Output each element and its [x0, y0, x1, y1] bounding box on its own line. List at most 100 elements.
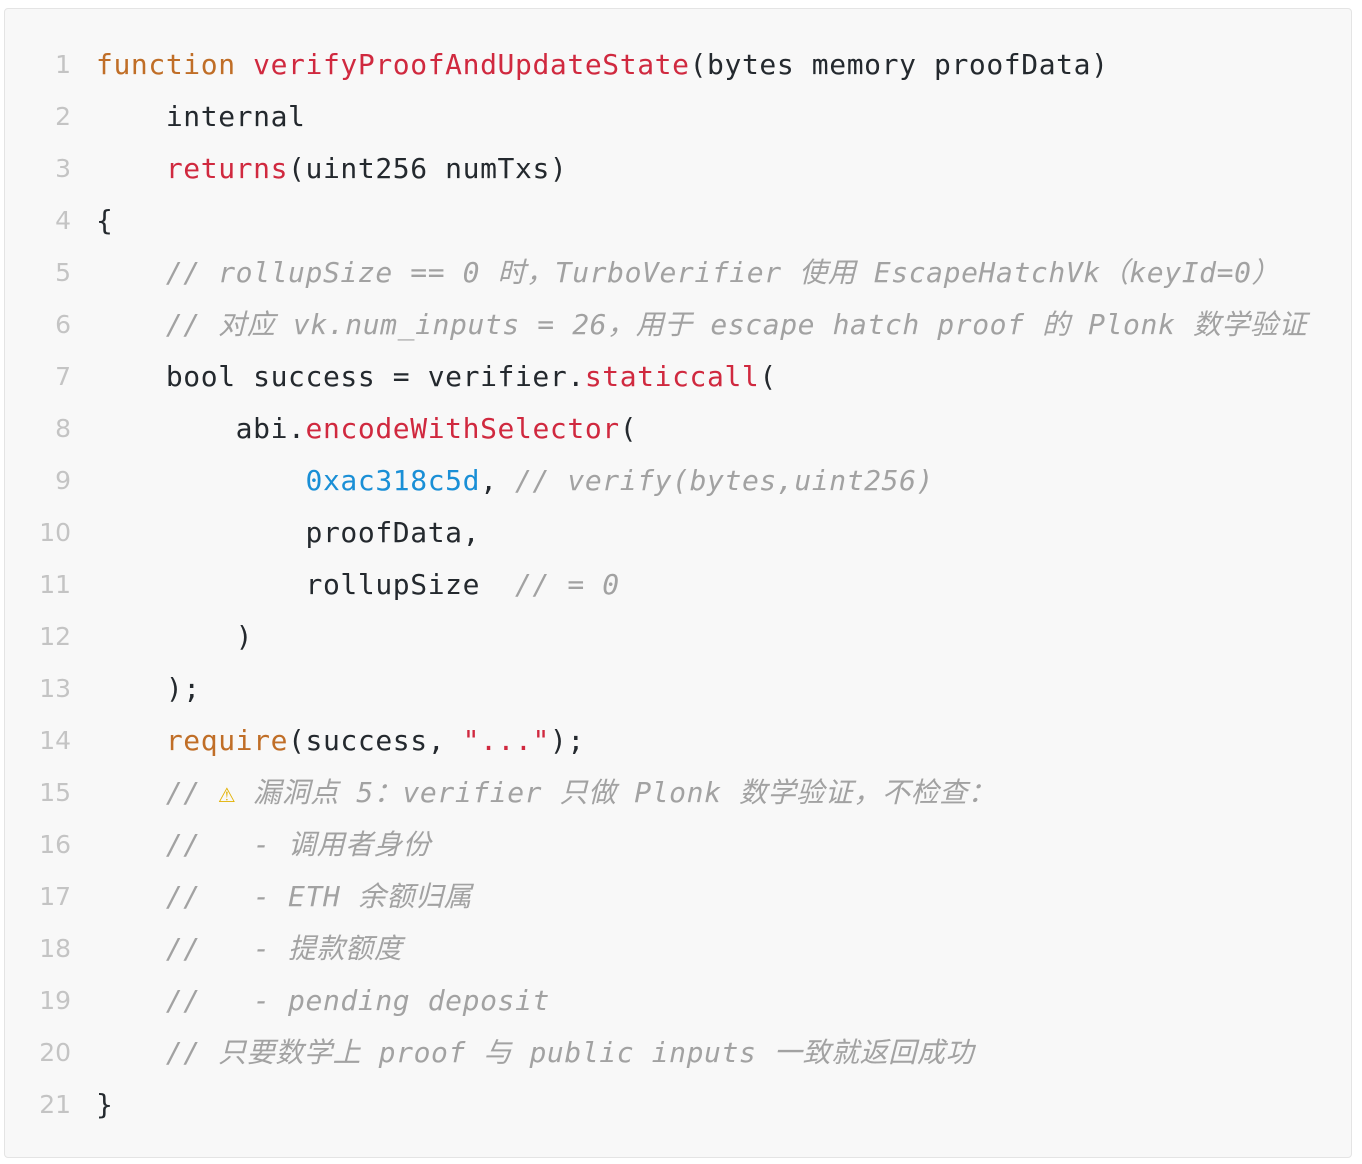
line-number: 10	[39, 518, 71, 547]
line-number: 4	[55, 206, 71, 235]
code-token-plain	[96, 776, 166, 809]
code-line: 2 internal	[5, 91, 1351, 143]
code-line: 11 rollupSize // = 0	[5, 559, 1351, 611]
code-line: 12 )	[5, 611, 1351, 663]
code-token-name: returns	[165, 152, 289, 185]
line-number: 2	[55, 102, 71, 131]
code-token-comment: // 只要数学上 proof 与 public inputs 一致就返回成功	[165, 1036, 975, 1069]
code-line: 21}	[5, 1079, 1351, 1131]
code-token-plain: )	[96, 620, 254, 653]
code-line: 16 // - 调用者身份	[5, 819, 1351, 871]
code-line: 3 returns(uint256 numTxs)	[5, 143, 1351, 195]
code-token-comment: // 对应 vk.num_inputs = 26，用于 escape hatch…	[165, 308, 1308, 341]
code-line: 7 bool success = verifier.staticcall(	[5, 351, 1351, 403]
line-number: 20	[39, 1038, 71, 1067]
code-token-plain	[96, 464, 306, 497]
code-token-plain	[96, 880, 166, 913]
code-line: 8 abi.encodeWithSelector(	[5, 403, 1351, 455]
code-line: 14 require(success, "...");	[5, 715, 1351, 767]
code-line: 4{	[5, 195, 1351, 247]
line-number: 12	[39, 622, 71, 651]
code-block: 1 function verifyProofAndUpdateState(byte…	[4, 8, 1352, 1158]
code-token-plain: (	[619, 412, 638, 445]
code-line: 1 function verifyProofAndUpdateState(byte…	[5, 39, 1351, 91]
code-token-plain: {	[96, 204, 114, 237]
code-token-comment: // - 提款额度	[165, 932, 403, 965]
code-text: internal	[96, 91, 306, 143]
code-line: 5 // rollupSize == 0 时，TurboVerifier 使用 …	[5, 247, 1351, 299]
code-text: bool success = verifier.staticcall(	[96, 351, 777, 403]
code-token-name: staticcall	[584, 360, 760, 393]
code-token-plain	[96, 984, 166, 1017]
line-number: 18	[39, 934, 71, 963]
code-line: 13 );	[5, 663, 1351, 715]
line-number: 14	[39, 726, 71, 755]
line-number: 17	[39, 882, 71, 911]
line-number: 3	[55, 154, 71, 183]
code-token-comment: // - 调用者身份	[165, 828, 432, 861]
line-number: 16	[39, 830, 71, 859]
code-text: proofData,	[96, 507, 480, 559]
code-text: }	[96, 1079, 113, 1131]
code-token-comment: 漏洞点 5：verifier 只做 Plonk 数学验证，不检查：	[235, 776, 997, 809]
code-text: // - 提款额度	[96, 923, 402, 975]
code-line: 18 // - 提款额度	[5, 923, 1351, 975]
code-token-plain: );	[96, 672, 201, 705]
code-token-plain	[96, 932, 166, 965]
code-text: // - 调用者身份	[96, 819, 431, 871]
line-number: 15	[39, 778, 71, 807]
line-number: 5	[55, 258, 71, 287]
code-line: 20 // 只要数学上 proof 与 public inputs 一致就返回成…	[5, 1027, 1351, 1079]
code-text: )	[96, 611, 253, 663]
code-token-comment: // = 0	[514, 568, 620, 601]
warning-icon: ⚠	[218, 776, 236, 809]
code-token-comment: // rollupSize == 0 时，TurboVerifier 使用 Es…	[165, 256, 1281, 289]
line-number: 21	[39, 1090, 71, 1119]
code-token-plain: rollupSize	[96, 568, 515, 601]
code-text: abi.encodeWithSelector(	[96, 403, 637, 455]
code-token-comment: // - ETH 余额归属	[165, 880, 473, 913]
code-token-plain	[236, 48, 253, 81]
code-token-plain: (uint256 numTxs)	[288, 152, 568, 185]
code-text: 0xac318c5d, // verify(bytes,uint256)	[96, 455, 934, 507]
line-number: 6	[55, 310, 71, 339]
code-token-plain	[96, 152, 166, 185]
line-number: 13	[39, 674, 71, 703]
code-text: // - pending deposit	[96, 975, 550, 1027]
line-number: 9	[55, 466, 71, 495]
code-token-plain: (bytes memory proofData)	[689, 48, 1109, 81]
line-number: 1	[55, 50, 71, 79]
code-lines: 1 function verifyProofAndUpdateState(byte…	[5, 39, 1351, 1131]
code-text: rollupSize // = 0	[96, 559, 620, 611]
code-line: 17 // - ETH 余额归属	[5, 871, 1351, 923]
code-token-comment: //	[165, 776, 219, 809]
line-number: 11	[39, 570, 71, 599]
code-token-name: verifyProofAndUpdateState	[253, 48, 690, 81]
code-token-comment: // verify(bytes,uint256)	[515, 464, 934, 497]
code-token-plain	[96, 828, 166, 861]
code-text: );	[96, 663, 201, 715]
code-text: // 对应 vk.num_inputs = 26，用于 escape hatch…	[96, 299, 1307, 351]
line-number: 8	[55, 414, 71, 443]
code-token-name: encodeWithSelector	[305, 412, 620, 445]
code-token-plain: }	[96, 1088, 114, 1121]
code-text: {	[96, 195, 113, 247]
code-line: 19 // - pending deposit	[5, 975, 1351, 1027]
code-token-plain: abi.	[96, 412, 306, 445]
code-line: 10 proofData,	[5, 507, 1351, 559]
code-token-plain	[96, 308, 166, 341]
code-token-plain: (	[759, 360, 777, 393]
code-text: // rollupSize == 0 时，TurboVerifier 使用 Es…	[96, 247, 1280, 299]
code-token-keyword: function	[96, 48, 236, 81]
code-line: 15 // ⚠ 漏洞点 5：verifier 只做 Plonk 数学验证，不检查…	[5, 767, 1351, 819]
code-token-comment: // - pending deposit	[165, 984, 550, 1017]
code-token-plain: proofData,	[96, 516, 481, 549]
code-text: // ⚠ 漏洞点 5：verifier 只做 Plonk 数学验证，不检查：	[96, 767, 996, 819]
code-text: // 只要数学上 proof 与 public inputs 一致就返回成功	[96, 1027, 974, 1079]
code-token-plain: ,	[480, 464, 515, 497]
code-token-plain	[96, 724, 166, 757]
code-token-plain: bool success = verifier.	[96, 360, 585, 393]
code-text: function verifyProofAndUpdateState(bytes…	[96, 39, 1109, 91]
code-token-plain	[96, 256, 166, 289]
code-token-plain: (success,	[288, 724, 463, 757]
